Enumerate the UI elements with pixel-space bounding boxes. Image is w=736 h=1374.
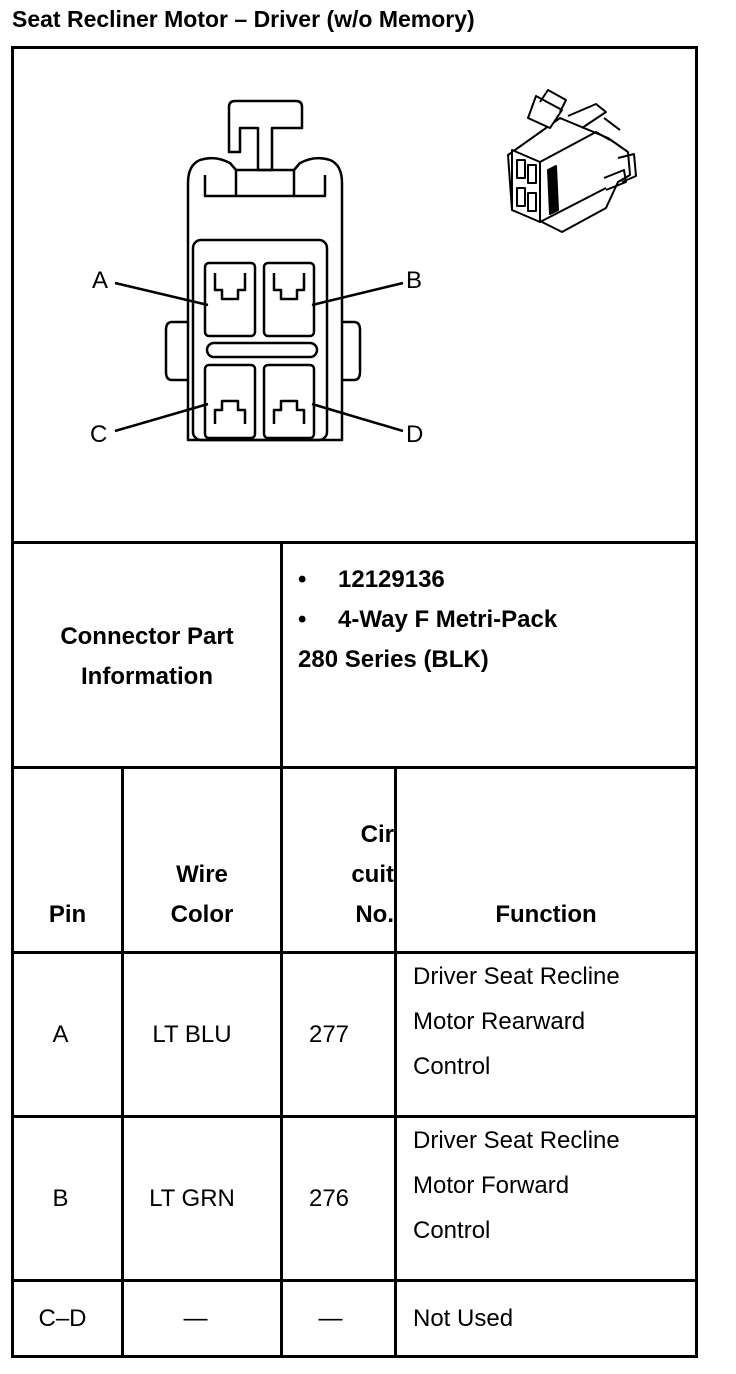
connector-3d-icon: [507, 89, 637, 233]
function-cell: Driver Seat Recline Motor Rearward Contr…: [413, 963, 620, 1080]
wire-color-cell: LT BLU: [152, 1020, 232, 1048]
circuit-cell: 276: [308, 1184, 350, 1212]
pin-label-a: A: [92, 267, 108, 294]
leader-c: [114, 402, 209, 433]
cavity-d: [262, 363, 316, 440]
cavity-b: [262, 261, 316, 338]
cavity-c: [203, 363, 257, 440]
connector-series: 280 Series (BLK): [298, 646, 489, 673]
header-function: Function: [495, 901, 597, 928]
function-cell: Driver Seat Recline Motor Forward Contro…: [413, 1127, 620, 1244]
right-tab: [342, 320, 362, 382]
left-tab: [164, 320, 188, 382]
header-wire-color: Wire Color: [170, 861, 234, 928]
leader-b: [311, 281, 404, 307]
header-circuit-no: Cir cuit No.: [351, 821, 394, 928]
wire-color-cell: —: [183, 1304, 208, 1332]
latch-shape: [227, 99, 304, 172]
connector-part-label: Connector Part Information: [60, 623, 234, 690]
pin-cell: A: [52, 1020, 69, 1048]
pin-label-d: D: [406, 421, 423, 448]
pin-label-c: C: [90, 421, 107, 448]
connector-face-diagram: A B C D: [90, 89, 637, 448]
cavity-a: [203, 261, 257, 338]
list-item: •4-Way F Metri-Pack: [298, 606, 558, 633]
pin-label-b: B: [406, 267, 422, 294]
list-item: •12129136: [298, 566, 445, 593]
circuit-cell: —: [318, 1304, 343, 1332]
connector-part-details: •12129136 •4-Way F Metri-Pack 280 Series…: [298, 560, 557, 680]
pin-cell: C–D: [38, 1304, 87, 1332]
leader-a: [114, 281, 209, 307]
wire-color-cell: LT GRN: [149, 1184, 235, 1212]
function-cell: Not Used: [413, 1305, 514, 1332]
leader-d: [311, 402, 404, 433]
page-title: Seat Recliner Motor – Driver (w/o Memory…: [12, 6, 475, 32]
header-pin: Pin: [48, 901, 87, 928]
pin-cell: B: [52, 1184, 69, 1212]
circuit-cell: 277: [308, 1020, 350, 1048]
